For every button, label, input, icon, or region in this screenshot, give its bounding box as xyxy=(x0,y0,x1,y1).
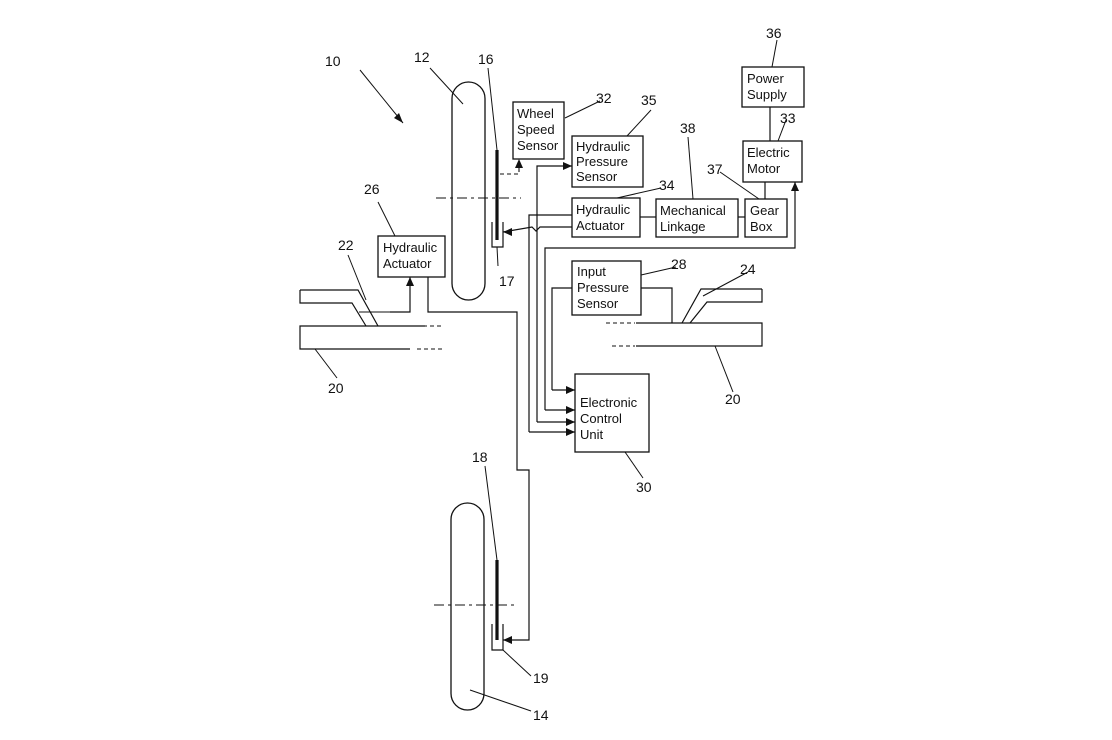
box-label: Hydraulic xyxy=(576,139,631,154)
leader-lines xyxy=(314,39,787,712)
box-label: Sensor xyxy=(577,296,619,311)
box-label: Unit xyxy=(580,427,604,442)
hydraulic-actuator-right-box: Hydraulic Actuator xyxy=(571,197,641,238)
box-label: Mechanical xyxy=(660,203,726,218)
box-label: Sensor xyxy=(576,169,618,184)
left-axle xyxy=(299,325,442,350)
input-pressure-sensor-box: Input Pressure Sensor xyxy=(571,260,642,316)
box-label: Box xyxy=(750,219,773,234)
box-label: Sensor xyxy=(517,138,559,153)
box-label: Wheel xyxy=(517,106,554,121)
ref-rear-caliper: 19 xyxy=(533,670,549,686)
ref-front-caliper: 17 xyxy=(499,273,515,289)
box-label: Electronic xyxy=(580,395,638,410)
hydraulic-pressure-sensor-box: Hydraulic Pressure Sensor xyxy=(571,135,644,188)
box-label: Supply xyxy=(747,87,787,102)
ref-hydraulic-pressure-sensor: 35 xyxy=(641,92,657,108)
ref-front-wheel: 12 xyxy=(414,49,430,65)
reference-numbers: 10 12 16 17 32 35 38 34 36 33 37 26 22 2… xyxy=(325,25,796,723)
rear-wheel xyxy=(434,502,516,711)
ecu-box: Electronic Control Unit xyxy=(574,373,650,453)
box-label: Actuator xyxy=(576,218,625,233)
right-lever xyxy=(681,288,763,324)
hydraulic-actuator-left-box: Hydraulic Actuator xyxy=(377,235,446,278)
right-axle xyxy=(606,322,763,347)
ref-right-lever: 24 xyxy=(740,261,756,277)
electric-motor-box: Electric Motor xyxy=(742,140,803,183)
connection-lines xyxy=(390,107,799,644)
ref-left-axle: 20 xyxy=(328,380,344,396)
ref-wheel-speed-sensor: 32 xyxy=(596,90,612,106)
box-label: Speed xyxy=(517,122,555,137)
ref-gear-box: 37 xyxy=(707,161,723,177)
power-supply-box: Power Supply xyxy=(741,66,805,108)
left-lever xyxy=(299,289,390,327)
box-label: Actuator xyxy=(383,256,432,271)
box-label: Control xyxy=(580,411,622,426)
ref-rear-wheel: 14 xyxy=(533,707,549,723)
box-label: Electric xyxy=(747,145,790,160)
box-label: Input xyxy=(577,264,606,279)
box-label: Pressure xyxy=(577,280,629,295)
ref-ecu: 30 xyxy=(636,479,652,495)
box-label: Pressure xyxy=(576,154,628,169)
mechanical-linkage-box: Mechanical Linkage xyxy=(655,198,739,238)
gear-box-box: Gear Box xyxy=(744,198,788,238)
box-label: Hydraulic xyxy=(576,202,631,217)
ref-electric-motor: 33 xyxy=(780,110,796,126)
ref-hydraulic-actuator-left: 26 xyxy=(364,181,380,197)
front-wheel xyxy=(436,81,521,301)
box-label: Power xyxy=(747,71,785,86)
ref-front-brake-disc: 16 xyxy=(478,51,494,67)
ref-system: 10 xyxy=(325,53,341,69)
ref-input-pressure-sensor: 28 xyxy=(671,256,687,272)
box-label: Gear xyxy=(750,203,780,218)
ref-power-supply: 36 xyxy=(766,25,782,41)
ref-mechanical-linkage: 38 xyxy=(680,120,696,136)
ref-rear-brake-disc: 18 xyxy=(472,449,488,465)
rear-caliper xyxy=(491,624,504,651)
wheel-speed-sensor-box: Wheel Speed Sensor xyxy=(512,101,565,160)
box-label: Hydraulic xyxy=(383,240,438,255)
ref-left-lever: 22 xyxy=(338,237,354,253)
ref-hydraulic-actuator-right: 34 xyxy=(659,177,675,193)
box-label: Motor xyxy=(747,161,781,176)
box-label: Linkage xyxy=(660,219,706,234)
ref-right-axle: 20 xyxy=(725,391,741,407)
